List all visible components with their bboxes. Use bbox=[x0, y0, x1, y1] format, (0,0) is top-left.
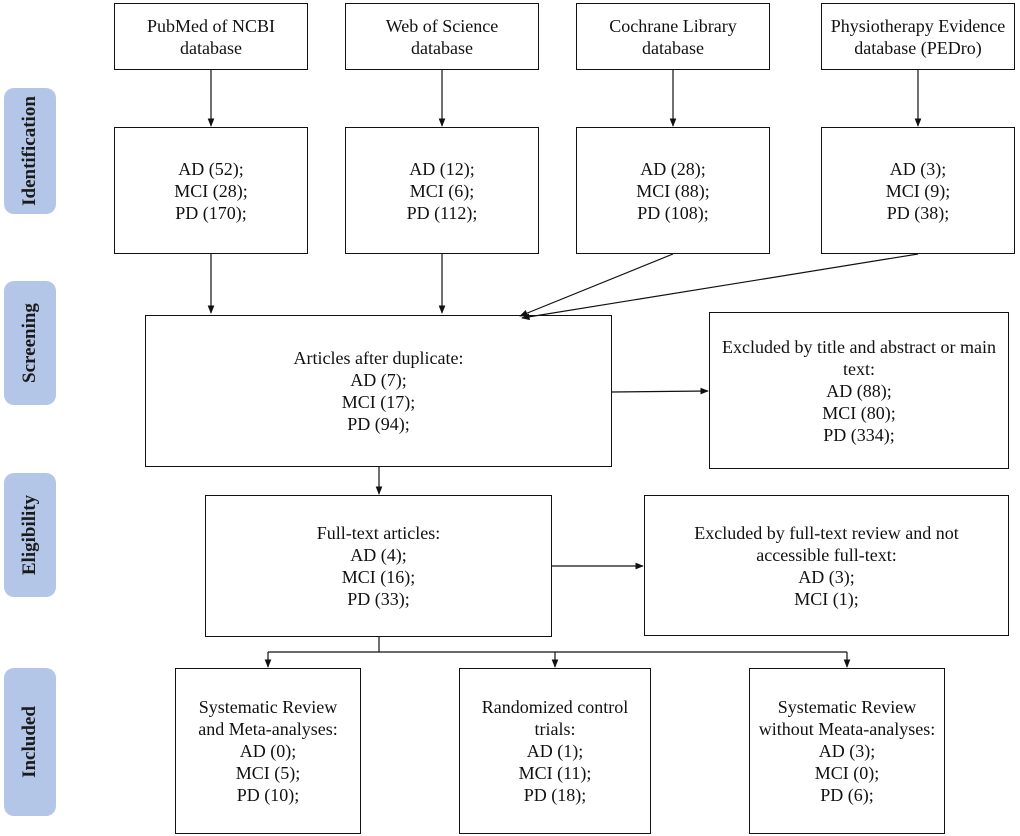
box-line: MCI (0); bbox=[814, 763, 880, 783]
box-line: AD (3); bbox=[889, 158, 947, 179]
box-line: database bbox=[642, 37, 704, 58]
box-line: MCI (88); bbox=[636, 180, 710, 201]
box-line: database bbox=[180, 37, 242, 58]
stage-label-screening: Screening bbox=[4, 281, 56, 405]
box-line: Randomized control bbox=[481, 697, 629, 717]
box-line: MCI (6); bbox=[409, 180, 475, 201]
screening-box: Articles after duplicate: AD (7); MCI (1… bbox=[145, 315, 612, 467]
identified-box-cochrane: AD (28); MCI (88); PD (108); bbox=[576, 127, 770, 254]
box-line: database (PEDro) bbox=[854, 37, 982, 58]
arrow-id4-to-screening bbox=[521, 253, 919, 321]
box-line: accessible full-text: bbox=[756, 544, 897, 565]
box-line: AD (4); bbox=[350, 545, 407, 565]
box-line: PD (334); bbox=[823, 424, 895, 445]
included-box-systematic-review-meta: Systematic Review and Meta-analyses: AD … bbox=[175, 668, 361, 834]
box-line: Systematic Review bbox=[777, 697, 917, 717]
box-line: PD (38); bbox=[886, 202, 950, 223]
box-line: PD (108); bbox=[637, 202, 709, 223]
arrow-id3-to-screening bbox=[519, 253, 674, 317]
excluded-screening-box: Excluded by title and abstract or main t… bbox=[709, 312, 1009, 469]
box-line: PD (10); bbox=[236, 785, 300, 805]
box-line: PubMed of NCBI bbox=[146, 15, 275, 36]
box-line: AD (0); bbox=[239, 741, 297, 761]
box-line: Full-text articles: bbox=[316, 523, 441, 543]
box-line: AD (28); bbox=[640, 158, 706, 179]
box-line: MCI (28); bbox=[174, 180, 248, 201]
box-line: MCI (1); bbox=[794, 588, 859, 609]
box-line: MCI (11); bbox=[518, 763, 592, 783]
database-box-web-of-science: Web of Science database bbox=[345, 3, 539, 70]
database-box-pedro: Physiotherapy Evidence database (PEDro) bbox=[821, 3, 1015, 70]
stage-label-identification-text: Identification bbox=[19, 96, 40, 206]
box-line: PD (33); bbox=[347, 589, 410, 609]
box-line: Physiotherapy Evidence bbox=[830, 15, 1006, 36]
stage-label-eligibility: Eligibility bbox=[4, 473, 56, 597]
box-line: AD (52); bbox=[178, 158, 244, 179]
box-line: Systematic Review bbox=[198, 697, 338, 717]
box-line: AD (7); bbox=[350, 370, 407, 390]
box-line: Cochrane Library bbox=[609, 15, 737, 36]
box-line: AD (88); bbox=[826, 380, 892, 401]
box-line: Web of Science bbox=[385, 15, 499, 36]
included-box-randomized-trials: Randomized control trials: AD (1); MCI (… bbox=[459, 668, 651, 834]
box-line: PD (18); bbox=[523, 785, 587, 805]
box-line: PD (112); bbox=[406, 202, 478, 223]
box-line: PD (6); bbox=[820, 785, 874, 805]
included-box-systematic-review-no-meta: Systematic Review without Meata-analyses… bbox=[749, 668, 945, 834]
stage-label-included-text: Included bbox=[19, 706, 40, 778]
box-line: trials: bbox=[534, 719, 576, 739]
eligibility-box: Full-text articles: AD (4); MCI (16); PD… bbox=[205, 495, 552, 637]
box-line: without Meata-analyses: bbox=[758, 719, 936, 739]
box-line: MCI (16); bbox=[341, 567, 416, 587]
excluded-eligibility-box: Excluded by full-text review and not acc… bbox=[644, 495, 1009, 636]
box-line: PD (94); bbox=[347, 414, 410, 434]
box-line: AD (12); bbox=[409, 158, 475, 179]
box-line: and Meta-analyses: bbox=[198, 719, 338, 739]
identified-box-pubmed: AD (52); MCI (28); PD (170); bbox=[114, 127, 308, 254]
box-line: Excluded by full-text review and not bbox=[694, 522, 959, 543]
box-line: MCI (9); bbox=[885, 180, 951, 201]
stage-label-eligibility-text: Eligibility bbox=[19, 494, 40, 576]
arrow-screening-to-excluded bbox=[611, 387, 709, 395]
box-line: AD (3); bbox=[818, 741, 876, 761]
box-line: text: bbox=[843, 358, 875, 379]
box-line: MCI (5); bbox=[235, 763, 301, 783]
box-line: MCI (80); bbox=[822, 402, 896, 423]
stage-label-identification: Identification bbox=[4, 88, 56, 214]
box-line: AD (1); bbox=[526, 741, 584, 761]
database-box-pubmed: PubMed of NCBI database bbox=[114, 3, 308, 70]
box-line: AD (3); bbox=[798, 566, 855, 587]
identified-box-web-of-science: AD (12); MCI (6); PD (112); bbox=[345, 127, 539, 254]
database-box-cochrane: Cochrane Library database bbox=[576, 3, 770, 70]
box-line: PD (170); bbox=[175, 202, 247, 223]
box-line: database bbox=[411, 37, 473, 58]
box-line: Excluded by title and abstract or main bbox=[722, 336, 996, 357]
box-line: MCI (17); bbox=[341, 392, 416, 412]
stage-label-included: Included bbox=[4, 668, 56, 816]
stage-label-screening-text: Screening bbox=[19, 303, 40, 383]
identified-box-pedro: AD (3); MCI (9); PD (38); bbox=[821, 127, 1015, 254]
box-line: Articles after duplicate: bbox=[293, 348, 464, 368]
